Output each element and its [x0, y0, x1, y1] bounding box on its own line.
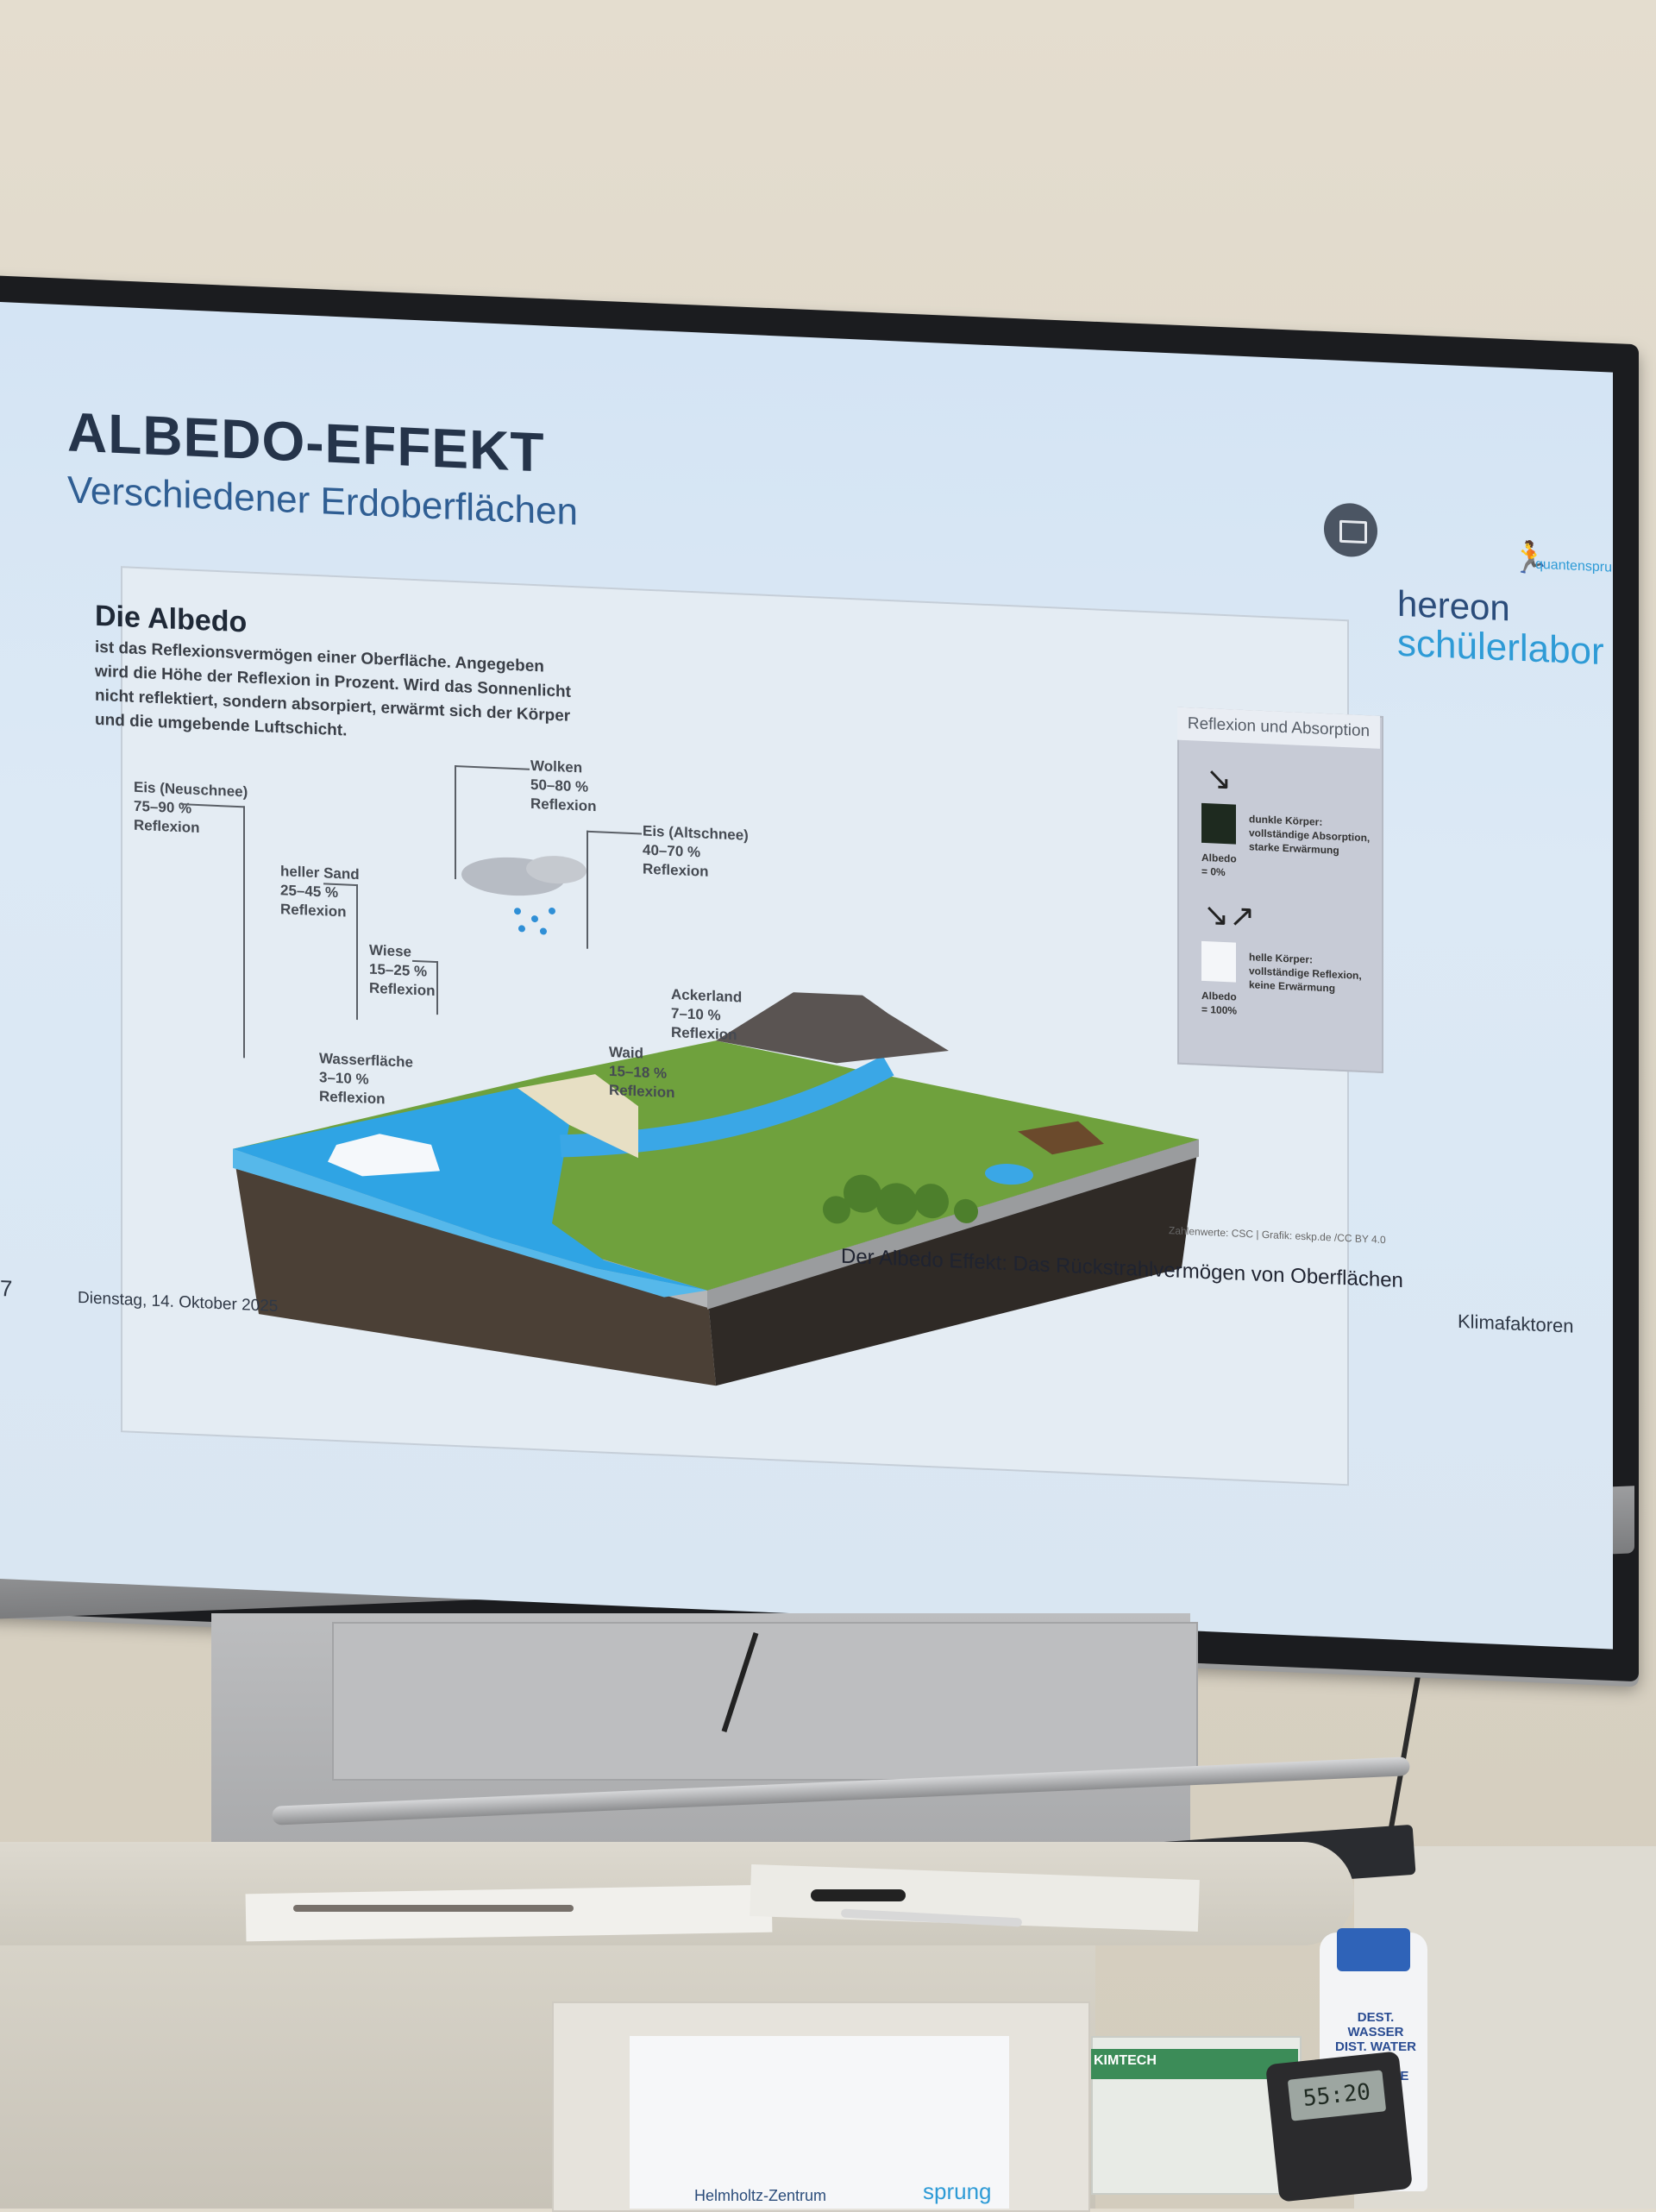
leader-eis-neuschnee [181, 803, 245, 1059]
leader-wolken [455, 765, 530, 883]
leader-sand [323, 883, 358, 1021]
label-ackerland: Ackerland 7–10 % Reflexion [671, 985, 743, 1044]
terrain-field [1018, 1121, 1104, 1155]
legend-light-albedo: Albedo = 100% [1201, 989, 1238, 1017]
label-wasserflaeche: Wasserfläche 3–10 % Reflexion [319, 1050, 413, 1108]
paper-sheet [245, 1884, 773, 1942]
monitor-screen: ALBEDO-EFFEKT Verschiedener Erdoberfläch… [0, 302, 1613, 1650]
legend-light-swatch [1201, 940, 1236, 983]
terrain-water [233, 1088, 707, 1291]
footer-topic: Klimafaktoren [1458, 1310, 1574, 1337]
terrain-side-right [707, 1139, 1199, 1386]
bottle-cap [1337, 1928, 1410, 1971]
legend-dark-swatch [1201, 802, 1236, 845]
leader-altschnee [586, 830, 642, 952]
label-wolken: Wolken 50–80 % Reflexion [530, 757, 597, 815]
arrow-down-icon: ↘ [1206, 760, 1233, 797]
terrain-mountain [716, 977, 949, 1064]
tissue-box-stripe [1091, 2049, 1298, 2079]
terrain-iceberg [328, 1134, 440, 1177]
logo-schuelerlabor: schülerlabor [1397, 621, 1604, 674]
pen-cap [811, 1889, 906, 1901]
terrain-illustration [233, 977, 1199, 1386]
label-wald: Waid 15–18 % Reflexion [609, 1043, 675, 1102]
stand-panel [332, 1622, 1198, 1781]
intro-heading: Die Albedo [95, 599, 248, 639]
legend-dark-text: dunkle Körper: vollständige Absorption, … [1249, 813, 1371, 857]
legend-dark-albedo: Albedo = 0% [1201, 851, 1237, 879]
page-number: 7 [0, 1275, 13, 1302]
terrain-side-left [233, 1148, 716, 1386]
cloud-icon [461, 856, 586, 935]
pencil [293, 1905, 574, 1912]
sign-logo-text: sprung [923, 2178, 992, 2204]
arrow-reflect-icon: ↘↗ [1203, 895, 1256, 934]
terrain-stripe-right [707, 1139, 1199, 1310]
book-icon [1324, 502, 1377, 558]
legend-light-text: helle Körper: vollständige Reflexion, ke… [1249, 951, 1362, 995]
label-eis-altschnee: Eis (Altschnee) 40–70 % Reflexion [643, 822, 749, 880]
terrain-water-edge [233, 1148, 707, 1298]
sign-text: Helmholtz-Zentrum [694, 2187, 827, 2204]
tissue-box-brand: KIMTECH [1094, 2053, 1157, 2068]
lectern-sign [630, 2036, 1009, 2209]
terrain-sand [518, 1074, 638, 1159]
leader-wiese [412, 959, 438, 1015]
